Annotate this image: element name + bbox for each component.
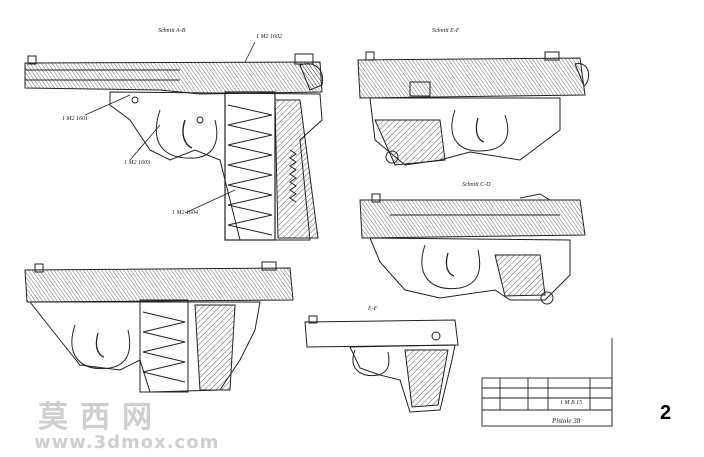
pistol-section-lower <box>24 261 294 393</box>
callout-label-top: 1 M2 1602 <box>256 34 282 40</box>
page-number: 2 <box>660 402 672 424</box>
section-label-ef: Schnitt E-F <box>432 28 460 34</box>
view-label-ef: E-F <box>368 306 378 312</box>
title-block <box>481 338 613 427</box>
section-label-ab: Schnitt A-B <box>158 28 186 34</box>
pistol-section-cd <box>359 193 586 305</box>
section-label-cd: Schnitt C-D <box>462 182 491 188</box>
callout-leaders-ab <box>84 41 256 214</box>
callout-label-left2: 1 M2 1603 <box>124 160 150 166</box>
pistol-section-ef <box>357 51 590 166</box>
pistol-exterior-view <box>304 315 459 413</box>
callout-label-left3: 1 M2 1604 <box>172 210 198 216</box>
titleblock-title: Pistole 38 <box>552 417 581 425</box>
watermark-url: www.3dmox.com <box>34 432 220 453</box>
pistol-section-ab <box>24 53 324 241</box>
watermark-logo-text: 莫西网 <box>38 400 164 435</box>
titleblock-code: 1 M B 15 <box>560 400 583 406</box>
callout-label-left1: 1 M2 1601 <box>62 116 88 122</box>
